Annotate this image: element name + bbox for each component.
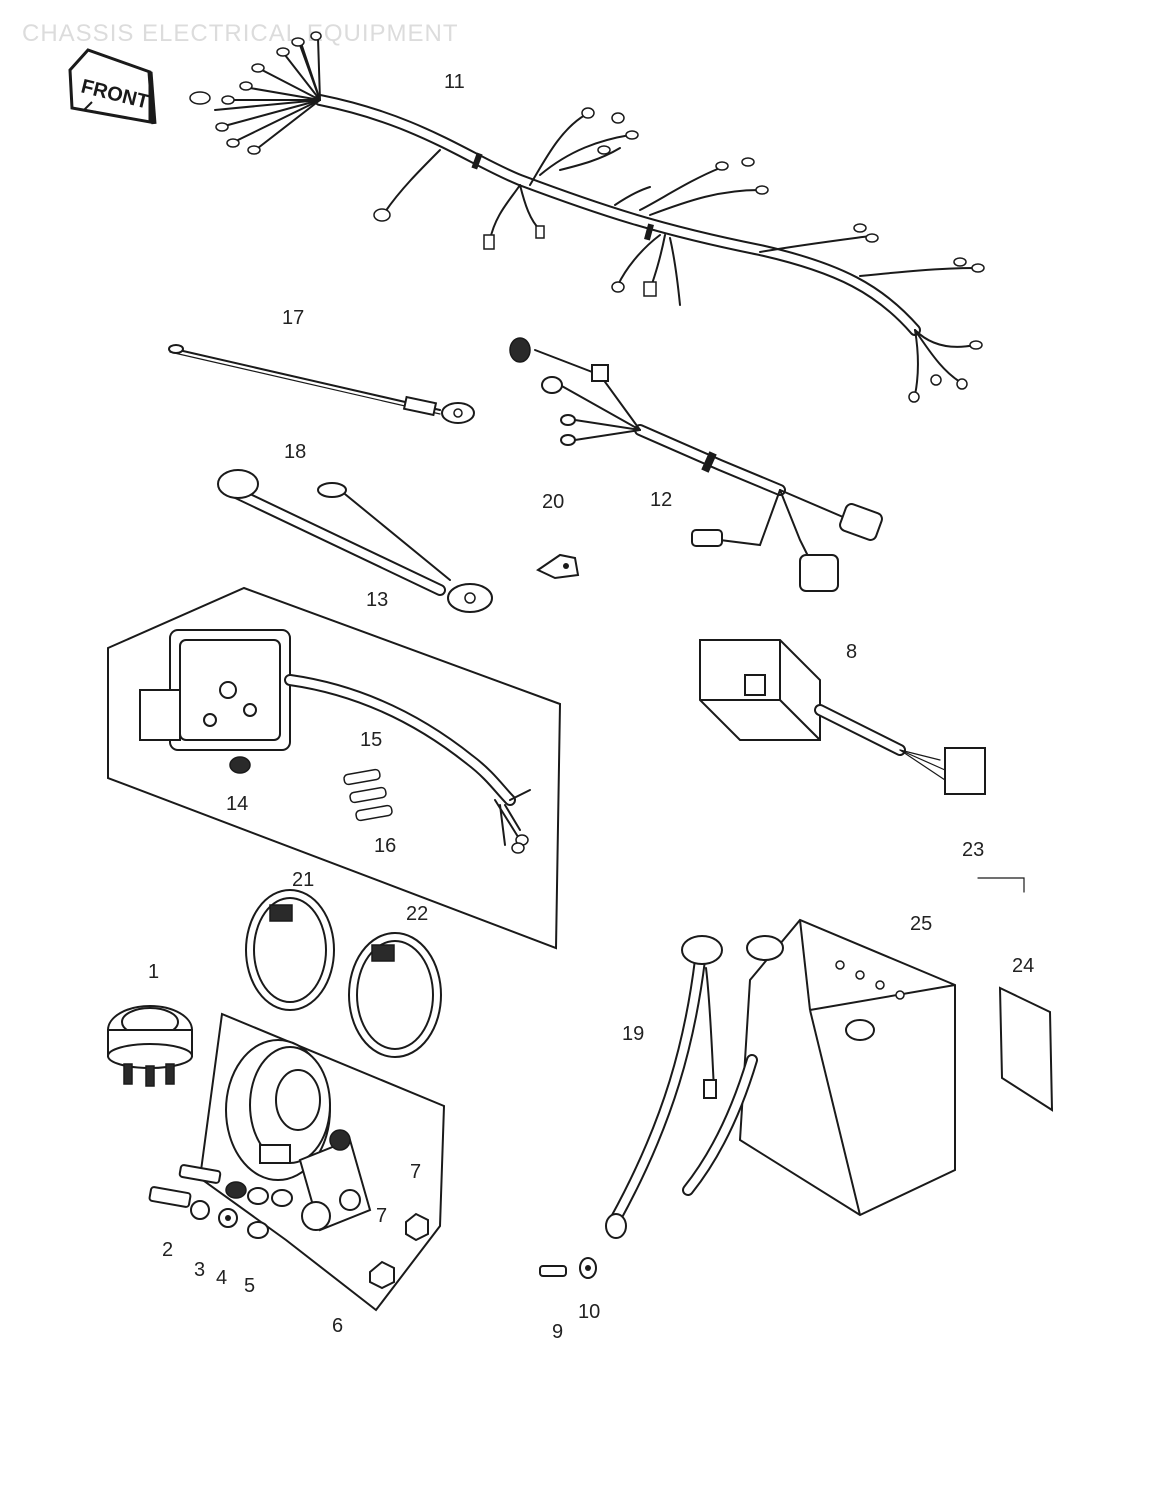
cable-17 [168, 344, 475, 424]
main-wiring-harness [189, 31, 985, 403]
callout-1: 1 [148, 961, 159, 983]
callout-24: 24 [1012, 955, 1034, 977]
bracket-20 [535, 553, 580, 580]
battery-lead-19 [605, 935, 723, 1239]
diagram-title: CHASSIS ELECTRICAL EQUIPMENT [22, 20, 459, 47]
callout-15: 15 [360, 729, 382, 751]
callout-13: 13 [366, 589, 388, 611]
callout-12: 12 [650, 489, 672, 511]
bolt-9 [539, 1265, 567, 1277]
washer-10 [579, 1257, 597, 1279]
callout-14: 14 [226, 793, 248, 815]
pad-24 [998, 986, 1054, 1112]
callout-7b: 7 [376, 1205, 387, 1227]
callout-8: 8 [846, 641, 857, 663]
callout-10: 10 [578, 1301, 600, 1323]
callout-21: 21 [292, 869, 314, 891]
callout-23: 23 [962, 839, 984, 861]
unit-8 [699, 639, 986, 795]
lead-18-13 [217, 469, 493, 613]
strap-21 [245, 889, 335, 1011]
callout-2: 2 [162, 1239, 173, 1261]
callout-5: 5 [244, 1275, 255, 1297]
switch-1 [107, 1005, 193, 1087]
strap-22 [348, 932, 442, 1058]
bracket-23 [977, 877, 1025, 893]
callout-16: 16 [374, 835, 396, 857]
front-direction-tag: FRONT [68, 48, 157, 125]
callout-9: 9 [552, 1321, 563, 1343]
horn-assembly-6 [148, 1012, 446, 1312]
callout-25: 25 [910, 913, 932, 935]
callout-17: 17 [282, 307, 304, 329]
callout-7a: 7 [410, 1161, 421, 1183]
sub-harness-12 [509, 337, 883, 592]
callout-3: 3 [194, 1259, 205, 1281]
callout-11: 11 [444, 71, 465, 93]
callout-20: 20 [542, 491, 564, 513]
callout-4: 4 [216, 1267, 227, 1289]
battery-25 [682, 918, 956, 1217]
callout-6: 6 [332, 1315, 343, 1337]
callout-18: 18 [284, 441, 306, 463]
callout-19: 19 [622, 1023, 644, 1045]
regulator-assembly [107, 586, 562, 950]
callout-22: 22 [406, 903, 428, 925]
callout-labels: 1 2 3 4 5 6 7 7 8 9 10 11 12 13 14 15 16… [148, 71, 1034, 1343]
